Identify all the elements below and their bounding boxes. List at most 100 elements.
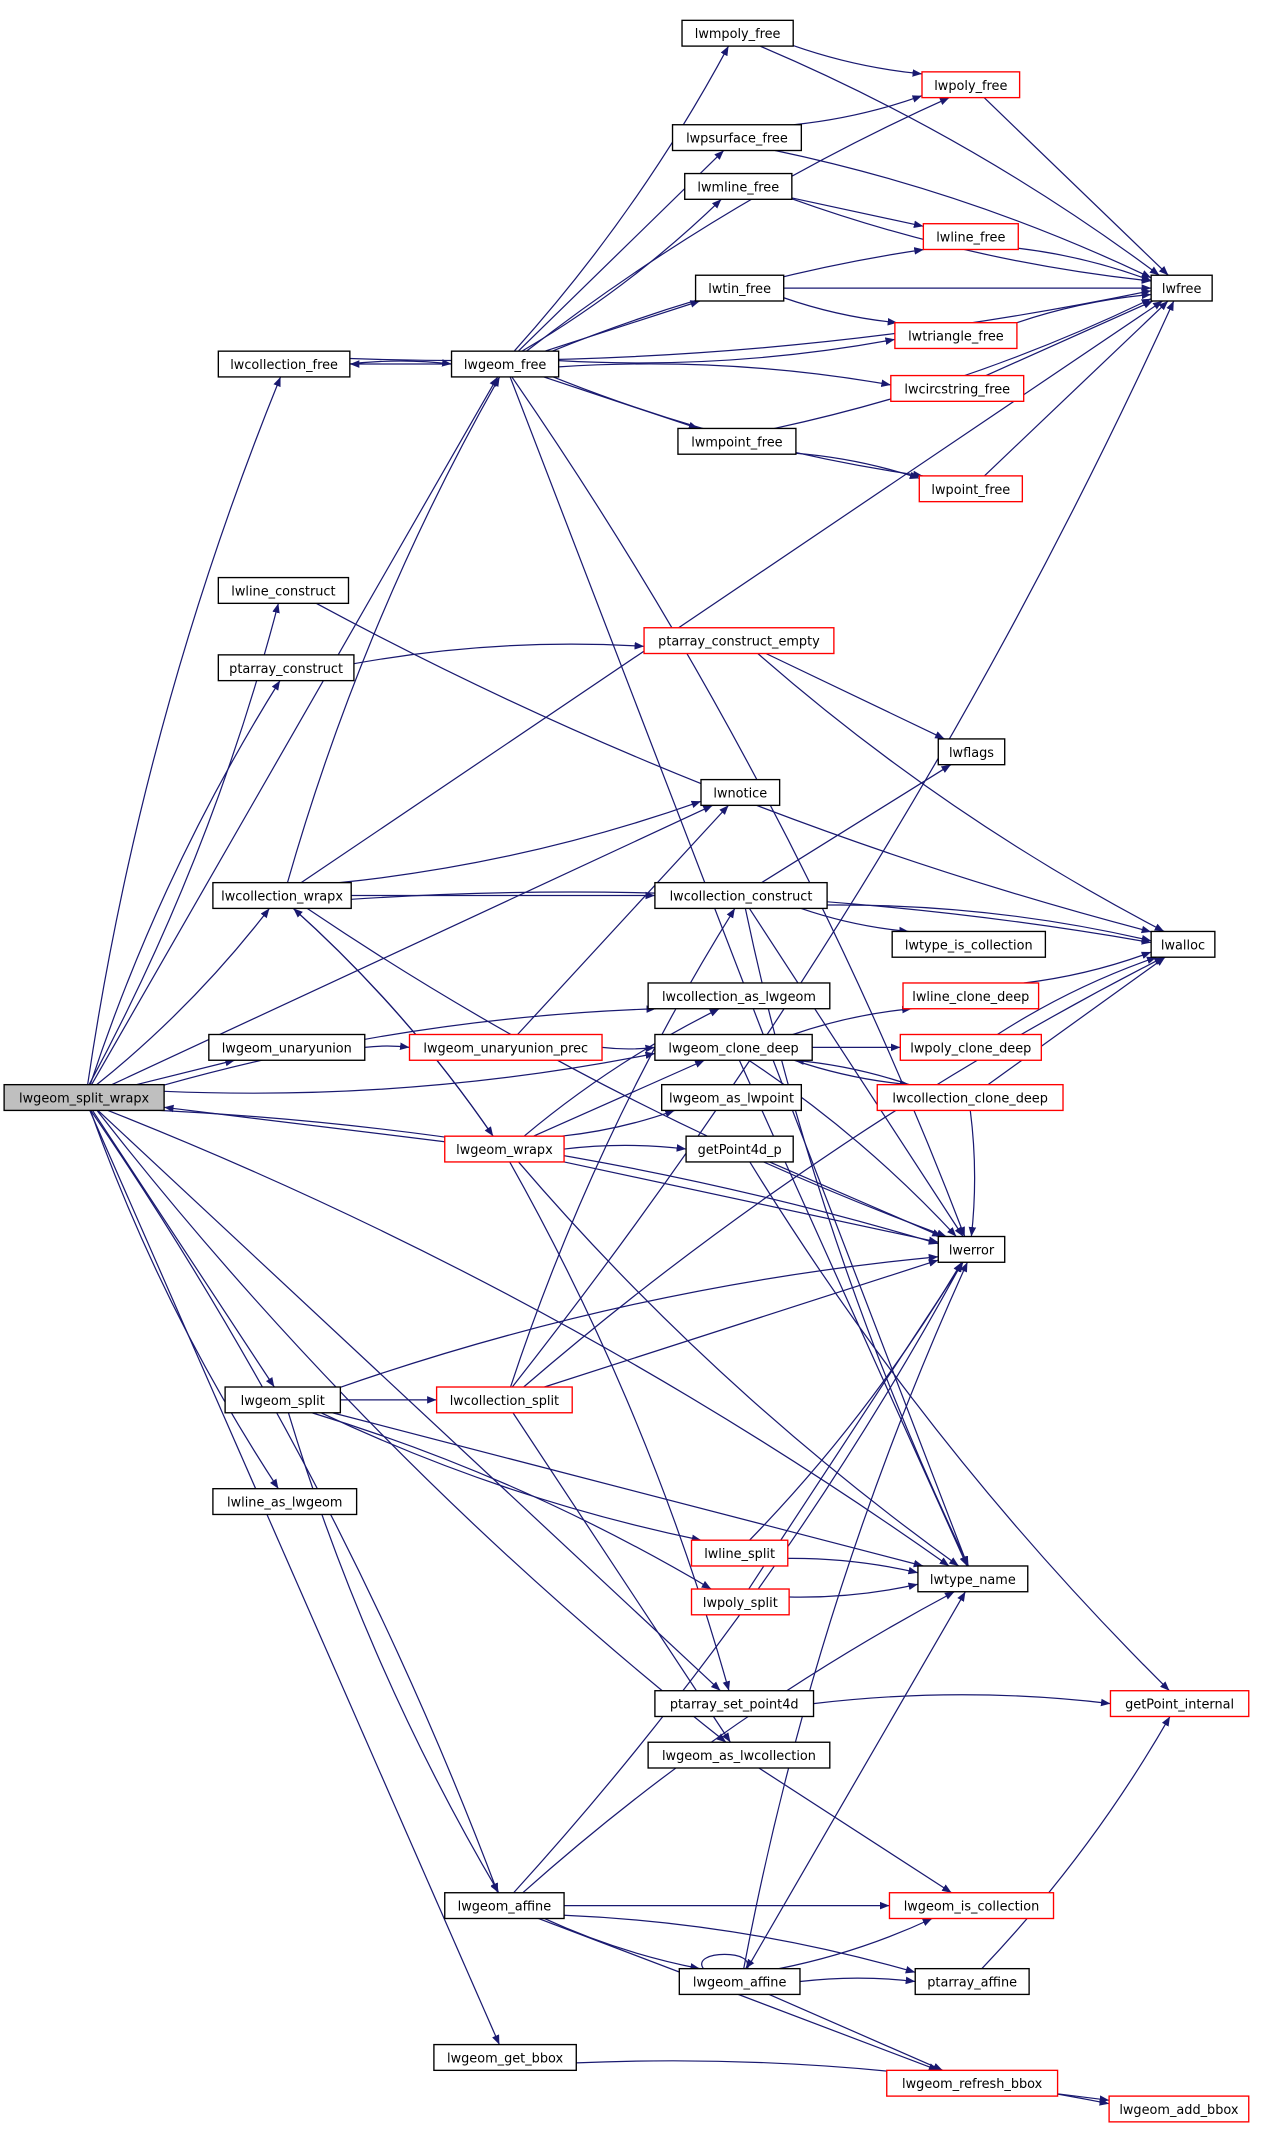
node-box: [661, 1083, 803, 1112]
node-box: [212, 1488, 358, 1516]
node-lwnotice[interactable]: lwnotice: [700, 778, 781, 807]
edge-split_wrapx-to-lwtype_name: [107, 1109, 950, 1567]
node-lwline_free[interactable]: lwline_free: [922, 223, 1019, 251]
node-lwline_split[interactable]: lwline_split: [690, 1539, 789, 1567]
node-label: lwgeom_clone_deep: [668, 1041, 798, 1056]
node-label: getPoint_internal: [1125, 1698, 1234, 1713]
edge-lwmpoint_free-to-lwfree: [774, 298, 1152, 430]
edge-lwgeom_clone_deep-to-lwerror: [748, 1059, 957, 1237]
node-lwpoly_clone_deep[interactable]: lwpoly_clone_deep: [899, 1033, 1042, 1061]
node-box: [902, 982, 1040, 1010]
node-label: lwgeom_unaryunion: [222, 1041, 352, 1056]
node-box: [921, 71, 1021, 99]
edge-split_wrapx-to-lwcollection_free: [87, 376, 282, 1085]
node-label: lwgeom_affine: [458, 1900, 552, 1915]
node-lwmpoint_free[interactable]: lwmpoint_free: [677, 427, 797, 455]
node-lwpoly_split[interactable]: lwpoly_split: [690, 1588, 790, 1616]
node-label: lwgeom_as_lwcollection: [662, 1749, 816, 1764]
edge-split_wrapx-to-lwnotice: [111, 804, 713, 1086]
node-box: [685, 1135, 794, 1163]
node-lwgeom_get_bbox[interactable]: lwgeom_get_bbox: [433, 2043, 577, 2072]
edge-lwgeom_split-to-lwgeom_affine_a: [287, 1412, 500, 1894]
edge-lwgeom_affine_a-to-ptarray_affine: [564, 1914, 916, 1974]
node-lwgeom_unaryunion_prec[interactable]: lwgeom_unaryunion_prec: [408, 1033, 603, 1061]
node-lwmpoly_free[interactable]: lwmpoly_free: [681, 19, 794, 47]
node-label: lwmline_free: [697, 180, 779, 195]
node-lwline_clone_deep[interactable]: lwline_clone_deep: [902, 982, 1040, 1010]
node-lwtin_free[interactable]: lwtin_free: [694, 274, 785, 302]
node-ptarray_set_point4d[interactable]: ptarray_set_point4d: [654, 1690, 815, 1718]
node-ptarray_affine[interactable]: ptarray_affine: [914, 1967, 1030, 1996]
edge-lwcollection_construct-to-lwalloc: [827, 904, 1152, 943]
node-lwgeom_affine_b[interactable]: lwgeom_affine: [678, 1967, 801, 1996]
node-label: lwgeom_as_lwpoint: [669, 1092, 794, 1107]
node-lwcollection_as_lwgeom[interactable]: lwcollection_as_lwgeom: [647, 982, 831, 1010]
node-lwgeom_refresh_bbox[interactable]: lwgeom_refresh_bbox: [886, 2069, 1059, 2097]
node-lwgeom_free[interactable]: lwgeom_free: [450, 350, 560, 378]
edge-ptarray_construct-to-ptarray_construct_empty: [353, 641, 645, 665]
node-box: [444, 1135, 565, 1163]
edge-split_wrapx-to-lwerror: [159, 1109, 939, 1245]
node-lwcircstring_free[interactable]: lwcircstring_free: [890, 374, 1025, 403]
edge-lwgeom_free-to-lwtin_free: [544, 300, 701, 352]
node-lwgeom_add_bbox[interactable]: lwgeom_add_bbox: [1108, 2095, 1250, 2123]
node-lwcollection_split[interactable]: lwcollection_split: [435, 1386, 573, 1414]
node-lwpsurface_free[interactable]: lwpsurface_free: [671, 124, 803, 152]
edge-lwtin_free-to-lwtriangle_free: [783, 297, 898, 326]
node-box: [937, 1235, 1006, 1263]
node-box: [450, 350, 560, 378]
node-lwgeom_is_collection[interactable]: lwgeom_is_collection: [888, 1892, 1055, 1920]
node-lwpoint_free[interactable]: lwpoint_free: [918, 475, 1024, 503]
node-lwtriangle_free[interactable]: lwtriangle_free: [894, 322, 1018, 350]
edge-lwgeom_free-to-lwtype_name: [509, 376, 969, 1567]
node-lwgeom_wrapx[interactable]: lwgeom_wrapx: [444, 1135, 565, 1163]
edge-lwpoly_clone_deep-to-lwalloc: [997, 956, 1157, 1036]
node-lwcollection_construct[interactable]: lwcollection_construct: [654, 881, 828, 910]
node-label: lwgeom_affine: [693, 1976, 787, 1991]
node-box: [444, 1892, 565, 1920]
edge-lwcollection_clone_deep-to-lwalloc: [987, 956, 1166, 1086]
node-lwgeom_as_lwcollection[interactable]: lwgeom_as_lwcollection: [647, 1741, 831, 1769]
node-lwcollection_wrapx[interactable]: lwcollection_wrapx: [212, 881, 352, 910]
node-getPoint4d_p[interactable]: getPoint4d_p: [685, 1135, 794, 1163]
edge-lwgeom_affine_a-to-lwgeom_affine_b: [544, 1917, 700, 1971]
node-lwcollection_clone_deep[interactable]: lwcollection_clone_deep: [876, 1083, 1064, 1112]
node-lwtype_name[interactable]: lwtype_name: [917, 1565, 1029, 1593]
node-lwline_construct[interactable]: lwline_construct: [217, 576, 350, 605]
node-ptarray_construct[interactable]: ptarray_construct: [217, 654, 355, 682]
edge-lwgeom_wrapx-to-lwgeom_as_lwpoint: [561, 1109, 675, 1137]
node-box: [654, 881, 828, 910]
node-lwcollection_free[interactable]: lwcollection_free: [217, 350, 351, 378]
node-lwpoly_free[interactable]: lwpoly_free: [921, 71, 1021, 99]
node-box: [654, 1033, 813, 1061]
edge-lwcollection_clone_deep-to-lwgeom_clone_deep: [794, 1057, 910, 1086]
node-label: lwflags: [949, 746, 994, 761]
node-lwmline_free[interactable]: lwmline_free: [684, 172, 793, 200]
node-lwflags[interactable]: lwflags: [937, 738, 1006, 766]
node-lwgeom_unaryunion[interactable]: lwgeom_unaryunion: [208, 1033, 366, 1061]
node-label: lwmpoint_free: [691, 435, 782, 450]
node-lwgeom_affine_a[interactable]: lwgeom_affine: [444, 1892, 565, 1920]
edge-lwgeom_wrapx-to-getPoint4d_p: [563, 1144, 687, 1152]
node-lwerror[interactable]: lwerror: [937, 1235, 1006, 1263]
node-lwgeom_clone_deep[interactable]: lwgeom_clone_deep: [654, 1033, 813, 1061]
edge-lwline_split-to-lwtype_name: [787, 1557, 919, 1575]
node-box: [3, 1083, 165, 1112]
edge-split_wrapx-to-lwgeom_split: [91, 1110, 275, 1388]
node-split_wrapx[interactable]: lwgeom_split_wrapx: [3, 1083, 165, 1112]
node-lwfree[interactable]: lwfree: [1150, 274, 1213, 302]
node-ptarray_construct_empty[interactable]: ptarray_construct_empty: [643, 627, 835, 655]
node-lwtype_is_collection[interactable]: lwtype_is_collection: [891, 930, 1047, 958]
node-lwalloc[interactable]: lwalloc: [1150, 930, 1216, 958]
edge-split_wrapx-to-lwcollection_as_lwgeom: [163, 1005, 657, 1086]
edge-lwgeom_clone_deep-to-lwtype_name: [738, 1060, 968, 1567]
edge-ptarray_construct_empty-to-lwalloc: [757, 653, 1165, 932]
edge-lwcollection_wrapx-to-lwfree: [300, 300, 1163, 884]
node-label: lwcollection_wrapx: [221, 890, 343, 905]
node-lwgeom_as_lwpoint[interactable]: lwgeom_as_lwpoint: [661, 1083, 803, 1112]
node-label: lwpoly_clone_deep: [910, 1041, 1031, 1056]
node-getPoint_internal[interactable]: getPoint_internal: [1109, 1690, 1250, 1718]
node-label: lwmpoly_free: [695, 27, 781, 42]
node-lwline_as_lwgeom[interactable]: lwline_as_lwgeom: [212, 1488, 358, 1516]
node-lwgeom_split[interactable]: lwgeom_split: [224, 1386, 342, 1414]
